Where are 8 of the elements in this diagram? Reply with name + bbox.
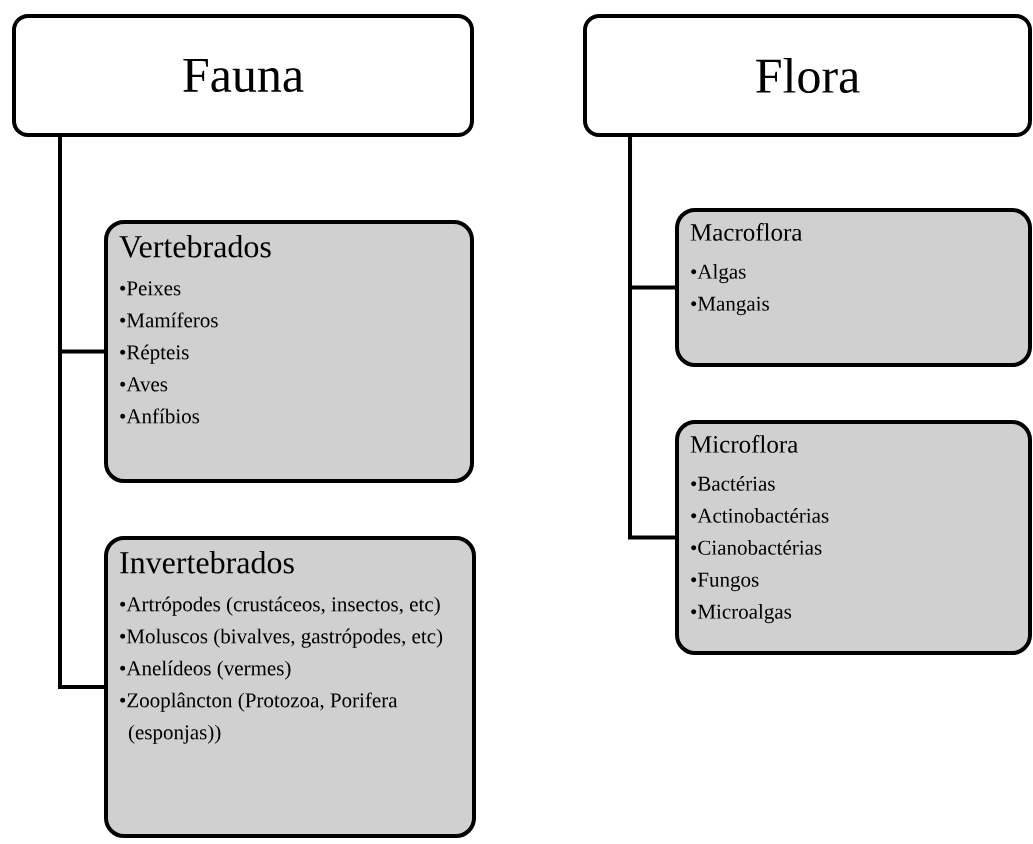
- category-box: Flora: [583, 14, 1032, 137]
- connector-line: [628, 137, 675, 540]
- subcategory-box: Microflora •Bactérias •Actinobactérias •Cianobactérias •Fungos •Microalgas: [675, 420, 1032, 655]
- connector-line: [58, 137, 104, 689]
- subcategory-box: Macroflora •Algas •Mangais: [675, 208, 1032, 367]
- category-box: Fauna: [12, 14, 474, 137]
- subcategory-box: Vertebrados •Peixes •Mamíferos •Répteis •Aves •Anfíbios: [104, 220, 474, 483]
- subcategory-box: Invertebrados •Artrópodes (crustáceos, insectos, etc) •Moluscos (bivalves, gastrópodes, etc) •Anelídeos (vermes) •Zooplâncton (Protozoa, Porifera (esponjas)): [104, 536, 476, 838]
